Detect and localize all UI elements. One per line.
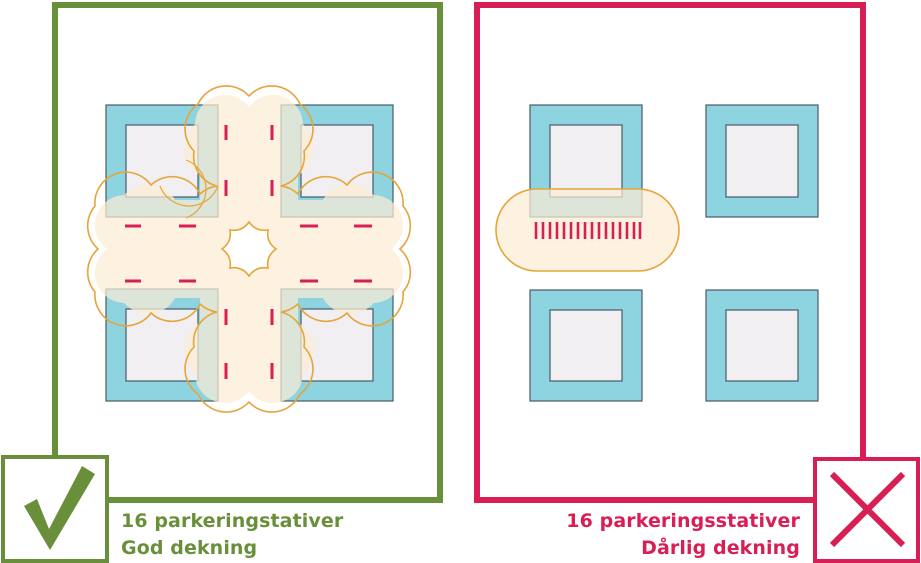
good-coverage-panel (1, 2, 443, 563)
poor-caption: 16 parkeringsstativer Dårlig dekning (566, 508, 800, 562)
poor-status-badge (813, 457, 920, 563)
cross-icon (829, 471, 906, 548)
good-panel-frame (52, 2, 443, 503)
poor-coverage-area (495, 188, 680, 272)
poor-coverage-panel (474, 2, 920, 563)
check-icon (24, 466, 95, 550)
building-top-right (705, 104, 819, 218)
building-bottom-left (529, 289, 643, 402)
good-status-badge (1, 455, 109, 563)
building-bottom-right (705, 289, 819, 402)
poor-bike-racks (534, 222, 642, 239)
poor-caption-coverage: Dårlig dekning (641, 537, 800, 559)
good-caption-rack-count: 16 parkeringstativer (121, 510, 344, 532)
poor-caption-rack-count: 16 parkeringsstativer (566, 510, 800, 532)
good-caption-coverage: God dekning (121, 537, 258, 559)
poor-panel-frame (474, 2, 866, 503)
good-caption: 16 parkeringstativer God dekning (121, 508, 343, 562)
good-bike-racks (125, 125, 372, 379)
